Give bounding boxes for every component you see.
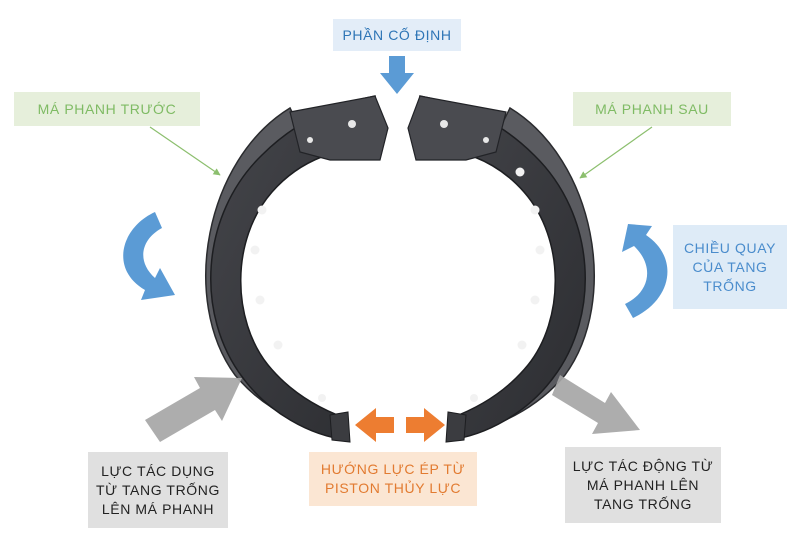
force-shoe-to-drum-label: LỰC TÁC ĐỘNG TỪ MÁ PHANH LÊN TANG TRỐNG [565, 447, 721, 523]
front-shoe-anchor-block [289, 95, 389, 161]
rear-shoe-text: MÁ PHANH SAU [595, 100, 709, 117]
ccw-rotation-arrow-icon [123, 212, 175, 300]
front-shoe-label: MÁ PHANH TRƯỚC [14, 92, 200, 126]
rear-shoe-leader-line [579, 126, 653, 179]
force-drum-to-shoe-label: LỰC TÁC DỤNG TỪ TANG TRỐNG LÊN MÁ PHANH [88, 452, 228, 528]
front-brake-shoe [205, 95, 389, 443]
front-shoe-leader-line [149, 126, 221, 176]
force-drum-to-shoe-text: LỰC TÁC DỤNG TỪ TANG TRỐNG LÊN MÁ PHANH [96, 462, 220, 517]
front-shoe-text: MÁ PHANH TRƯỚC [37, 100, 177, 117]
force-shoe-to-drum-text: LỰC TÁC ĐỘNG TỪ MÁ PHANH LÊN TANG TRỐNG [572, 457, 714, 512]
rear-shoe-label: MÁ PHANH SAU [573, 92, 731, 126]
fixed-part-label: PHẦN CỐ ĐỊNH [333, 19, 461, 51]
cw-rotation-arrow-icon [622, 224, 668, 318]
drum-rotation-label: CHIỀU QUAY CỦA TANG TRỐNG [673, 225, 787, 309]
rear-brake-shoe [407, 95, 595, 443]
down-arrow-icon [380, 56, 414, 94]
left-arrow-icon [355, 408, 394, 442]
diagonal-arrow-icon [145, 377, 242, 442]
diagonal-arrow-icon [552, 375, 640, 434]
drum-rotation-text: CHIỀU QUAY CỦA TANG TRỐNG [683, 239, 777, 294]
right-arrow-icon [406, 408, 445, 442]
piston-force-label: HƯỚNG LỰC ÉP TỪ PISTON THỦY LỰC [309, 452, 477, 506]
rear-shoe-anchor-block [407, 95, 507, 161]
piston-force-text: HƯỚNG LỰC ÉP TỪ PISTON THỦY LỰC [320, 461, 466, 496]
fixed-part-text: PHẦN CỐ ĐỊNH [342, 26, 452, 43]
